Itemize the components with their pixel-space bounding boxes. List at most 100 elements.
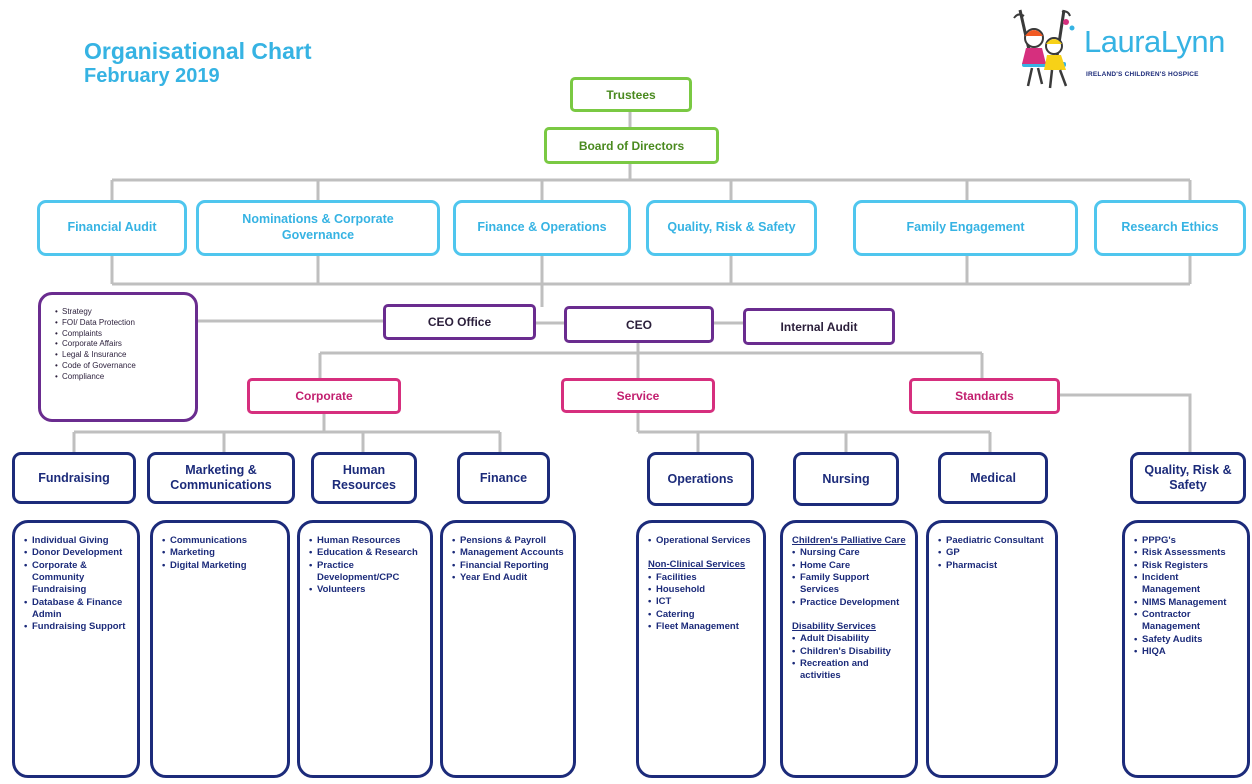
- list-item: HIQA: [1134, 646, 1239, 659]
- division-label: Standards: [955, 389, 1014, 403]
- fundraising-list: Individual Giving Donor Development Corp…: [12, 520, 140, 778]
- lauralynn-logo: LauraLynn IRELAND'S CHILDREN'S HOSPICE: [1010, 8, 1245, 98]
- list-item: Education & Research: [309, 547, 422, 560]
- medical-list: Paediatric Consultant GP Pharmacist: [926, 520, 1058, 778]
- list-item: Nursing Care: [792, 547, 907, 560]
- list-heading: Non-Clinical Services: [648, 559, 746, 571]
- committee-quality-risk-safety: Quality, Risk & Safety: [646, 200, 817, 256]
- trustees-box: Trustees: [570, 77, 692, 112]
- committee-family-engagement: Family Engagement: [853, 200, 1078, 256]
- list-item: Household: [648, 584, 755, 597]
- list-item: Management Accounts: [452, 547, 565, 560]
- internal-audit-label: Internal Audit: [780, 319, 858, 334]
- operations-list: Operational Services Non-Clinical Servic…: [636, 520, 766, 778]
- dept-label: Finance: [479, 470, 528, 485]
- list-item: Safety Audits: [1134, 634, 1239, 647]
- board-label: Board of Directors: [578, 138, 685, 153]
- division-label: Corporate: [295, 389, 353, 403]
- division-label: Service: [616, 388, 660, 403]
- list-item: Strategy: [55, 307, 189, 318]
- committee-financial-audit: Financial Audit: [37, 200, 187, 256]
- dept-medical: Medical: [938, 452, 1048, 504]
- division-service: Service: [561, 378, 715, 413]
- dept-label: Medical: [970, 470, 1016, 485]
- list-item: FOI/ Data Protection: [55, 318, 189, 329]
- list-item: Donor Development: [24, 547, 129, 560]
- list-item: Corporate & Community Fundraising: [24, 560, 129, 597]
- chart-subtitle: February 2019: [84, 65, 220, 87]
- list-heading: Children's Palliative Care: [792, 535, 906, 546]
- committee-research-ethics: Research Ethics: [1094, 200, 1246, 256]
- list-item: NIMS Management: [1134, 597, 1239, 610]
- list-item: Human Resources: [309, 535, 422, 548]
- list-heading: Disability Services: [792, 621, 876, 633]
- division-standards: Standards: [909, 378, 1060, 414]
- list-item: Operational Services: [648, 535, 755, 548]
- list-item: Communications: [162, 535, 279, 548]
- dept-quality-risk-safety: Quality, Risk & Safety: [1130, 452, 1246, 504]
- list-item: Digital Marketing: [162, 560, 279, 573]
- logo-name: LauraLynn: [1084, 24, 1225, 59]
- board-of-directors-box: Board of Directors: [544, 127, 719, 164]
- human-resources-list: Human Resources Education & Research Pra…: [297, 520, 433, 778]
- committee-label: Nominations & Corporate Governance: [242, 212, 394, 242]
- logo-tagline: IRELAND'S CHILDREN'S HOSPICE: [1086, 71, 1199, 78]
- dept-nursing: Nursing: [793, 452, 899, 506]
- list-item: Individual Giving: [24, 535, 129, 548]
- list-item: Family Support Services: [792, 572, 907, 597]
- list-item: Fundraising Support: [24, 621, 129, 634]
- chart-title-block: Organisational Chart February 2019: [84, 38, 311, 88]
- list-item: Compliance: [55, 372, 189, 383]
- list-item: Year End Audit: [452, 572, 565, 585]
- list-item: GP: [938, 547, 1047, 560]
- ceo-office-responsibilities: Strategy FOI/ Data Protection Complaints…: [38, 292, 198, 422]
- ceo-office-label: CEO Office: [427, 315, 492, 329]
- list-item: Catering: [648, 609, 755, 622]
- ceo-box: CEO: [564, 306, 714, 343]
- list-item: Legal & Insurance: [55, 350, 189, 361]
- list-item: Home Care: [792, 560, 907, 573]
- list-item: Financial Reporting: [452, 560, 565, 573]
- list-item: Incident Management: [1134, 572, 1239, 597]
- marketing-list: Communications Marketing Digital Marketi…: [150, 520, 290, 778]
- list-item: Practice Development/CPC: [309, 560, 422, 585]
- dept-label: Quality, Risk & Safety: [1144, 463, 1232, 492]
- list-item: Volunteers: [309, 584, 422, 597]
- dept-human-resources: Human Resources: [311, 452, 417, 504]
- list-item: Pharmacist: [938, 560, 1047, 573]
- committee-finance-operations: Finance & Operations: [453, 200, 631, 256]
- trustees-label: Trustees: [606, 87, 656, 102]
- committee-label: Family Engagement: [906, 220, 1025, 235]
- dept-label: Fundraising: [38, 470, 110, 485]
- finance-list: Pensions & Payroll Management Accounts F…: [440, 520, 576, 778]
- list-item: ICT: [648, 596, 755, 609]
- ceo-office-box: CEO Office: [383, 304, 536, 340]
- committee-label: Research Ethics: [1121, 220, 1219, 235]
- dept-finance: Finance: [457, 452, 550, 504]
- ceo-label: CEO: [625, 317, 652, 332]
- list-item: Code of Governance: [55, 361, 189, 372]
- division-corporate: Corporate: [247, 378, 401, 414]
- list-item: Marketing: [162, 547, 279, 560]
- committee-label: Financial Audit: [67, 220, 157, 235]
- list-item: Corporate Affairs: [55, 339, 189, 350]
- dept-label: Nursing: [822, 471, 870, 486]
- chart-title: Organisational Chart: [84, 38, 312, 64]
- committee-label: Finance & Operations: [477, 220, 607, 235]
- list-item: Children's Disability: [792, 646, 907, 659]
- list-item: Facilities: [648, 572, 755, 585]
- list-item: Practice Development: [792, 597, 907, 610]
- list-item: Paediatric Consultant: [938, 535, 1047, 548]
- dept-marketing: Marketing & Communications: [147, 452, 295, 504]
- list-item: Risk Registers: [1134, 560, 1239, 573]
- committee-nominations: Nominations & Corporate Governance: [196, 200, 440, 256]
- list-item: Risk Assessments: [1134, 547, 1239, 560]
- dept-operations: Operations: [647, 452, 754, 506]
- list-item: Pensions & Payroll: [452, 535, 565, 548]
- dept-label: Human Resources: [332, 463, 396, 492]
- quality-list: PPPG's Risk Assessments Risk Registers I…: [1122, 520, 1250, 778]
- committee-label: Quality, Risk & Safety: [667, 220, 796, 235]
- list-item: Adult Disability: [792, 633, 907, 646]
